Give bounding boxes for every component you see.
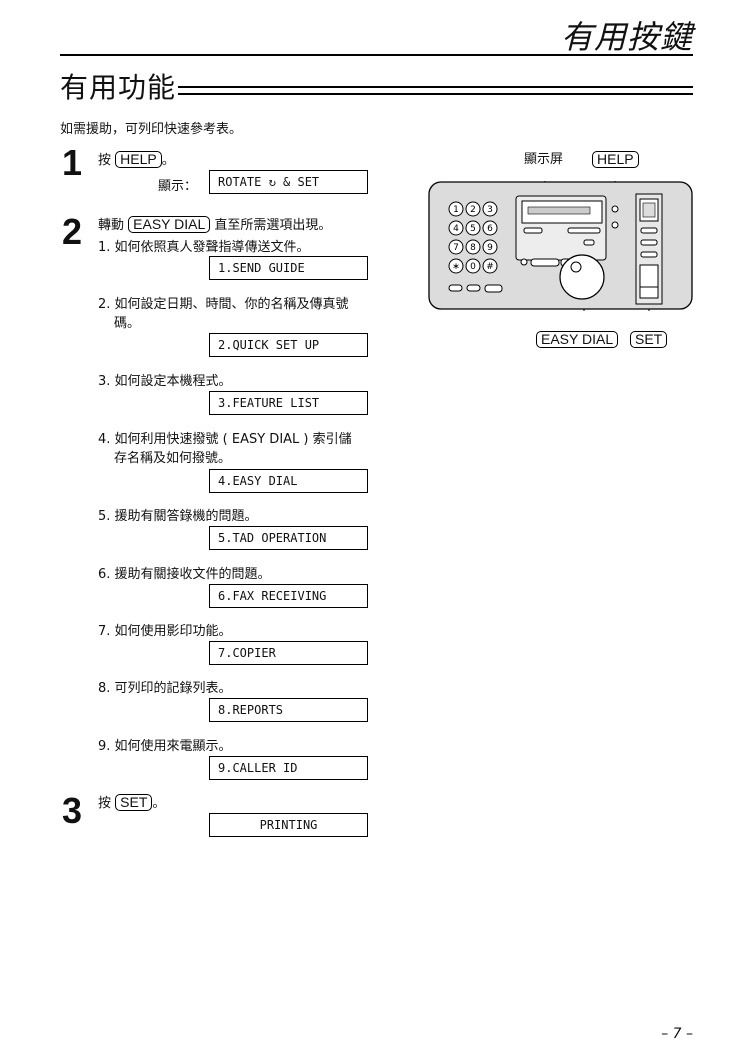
lcd-item-9: 9.CALLER ID	[209, 756, 368, 780]
lcd-rotate-set: ROTATE ↻ & SET	[209, 170, 368, 194]
key-8: 8	[470, 243, 476, 253]
section-rule	[178, 86, 693, 95]
item-2-text-cont: 碼。	[114, 316, 141, 331]
step-1-suffix: 。	[161, 153, 175, 168]
item-7-text: 7. 如何使用影印功能。	[98, 624, 232, 639]
intro-text: 如需援助，可列印快速參考表。	[60, 122, 243, 137]
item-3-text: 3. 如何設定本機程式。	[98, 374, 232, 389]
lcd-item-2: 2.QUICK SET UP	[209, 333, 368, 357]
item-1-text: 1. 如何依照真人發聲指導傳送文件。	[98, 240, 310, 255]
step-3-number: 3	[62, 790, 83, 831]
set-key: SET	[115, 794, 153, 811]
device-set-label: SET	[630, 329, 668, 348]
step-3-suffix: 。	[152, 796, 166, 811]
fax-machine-illustration: 1 2 3 4 5 6 7 8 9 ∗ 0 #	[428, 181, 693, 311]
lcd-item-3: 3.FEATURE LIST	[209, 391, 368, 415]
item-4-text-cont: 存名稱及如何撥號。	[114, 451, 232, 466]
lcd-item-4: 4.EASY DIAL	[209, 469, 368, 493]
key-4: 4	[453, 224, 459, 234]
key-9: 9	[487, 243, 493, 253]
step-1-instruction: 按 HELP。	[98, 149, 175, 168]
key-0: 0	[470, 262, 476, 272]
item-9-text: 9. 如何使用來電顯示。	[98, 739, 232, 754]
step-2-number: 2	[62, 211, 83, 252]
key-2: 2	[470, 205, 476, 215]
key-5: 5	[470, 224, 476, 234]
key-3: 3	[487, 205, 493, 215]
lcd-item-7: 7.COPIER	[209, 641, 368, 665]
key-6: 6	[487, 224, 493, 234]
device-help-label: HELP	[592, 149, 639, 168]
lcd-item-6: 6.FAX RECEIVING	[209, 584, 368, 608]
item-5-text: 5. 援助有關答錄機的問題。	[98, 509, 258, 524]
page-number: – 7 –	[661, 1026, 693, 1042]
display-label: 顯示：	[158, 179, 198, 194]
key-hash: #	[486, 262, 494, 272]
step-2-suffix: 直至所需選項出現。	[214, 218, 332, 233]
step-2-prefix: 轉動	[98, 218, 125, 233]
help-key: HELP	[115, 151, 162, 168]
step-1-prefix: 按	[98, 153, 112, 168]
easy-dial-key: EASY DIAL	[128, 216, 211, 233]
item-6-text: 6. 援助有關接收文件的問題。	[98, 567, 271, 582]
key-7: 7	[453, 243, 459, 253]
step-3-instruction: 按 SET。	[98, 792, 165, 811]
lcd-item-1: 1.SEND GUIDE	[209, 256, 368, 280]
step-3-prefix: 按	[98, 796, 112, 811]
lcd-printing: PRINTING	[209, 813, 368, 837]
lcd-item-5: 5.TAD OPERATION	[209, 526, 368, 550]
lcd-item-8: 8.REPORTS	[209, 698, 368, 722]
header-rule	[60, 54, 693, 56]
section-title: 有用功能	[60, 71, 177, 104]
step-1-number: 1	[62, 142, 83, 183]
key-1: 1	[453, 205, 459, 215]
step-2-instruction: 轉動 EASY DIAL 直至所需選項出現。	[98, 214, 331, 233]
item-4-text: 4. 如何利用快速撥號 ( EASY DIAL ) 索引儲	[98, 432, 352, 447]
item-8-text: 8. 可列印的記錄列表。	[98, 681, 232, 696]
header-title: 有用按鍵	[560, 18, 693, 56]
key-star: ∗	[452, 262, 460, 272]
item-2-text: 2. 如何設定日期、時間、你的名稱及傳真號	[98, 297, 349, 312]
device-easy-dial-label: EASY DIAL	[536, 329, 619, 348]
device-display-label: 顯示屏	[524, 152, 564, 167]
